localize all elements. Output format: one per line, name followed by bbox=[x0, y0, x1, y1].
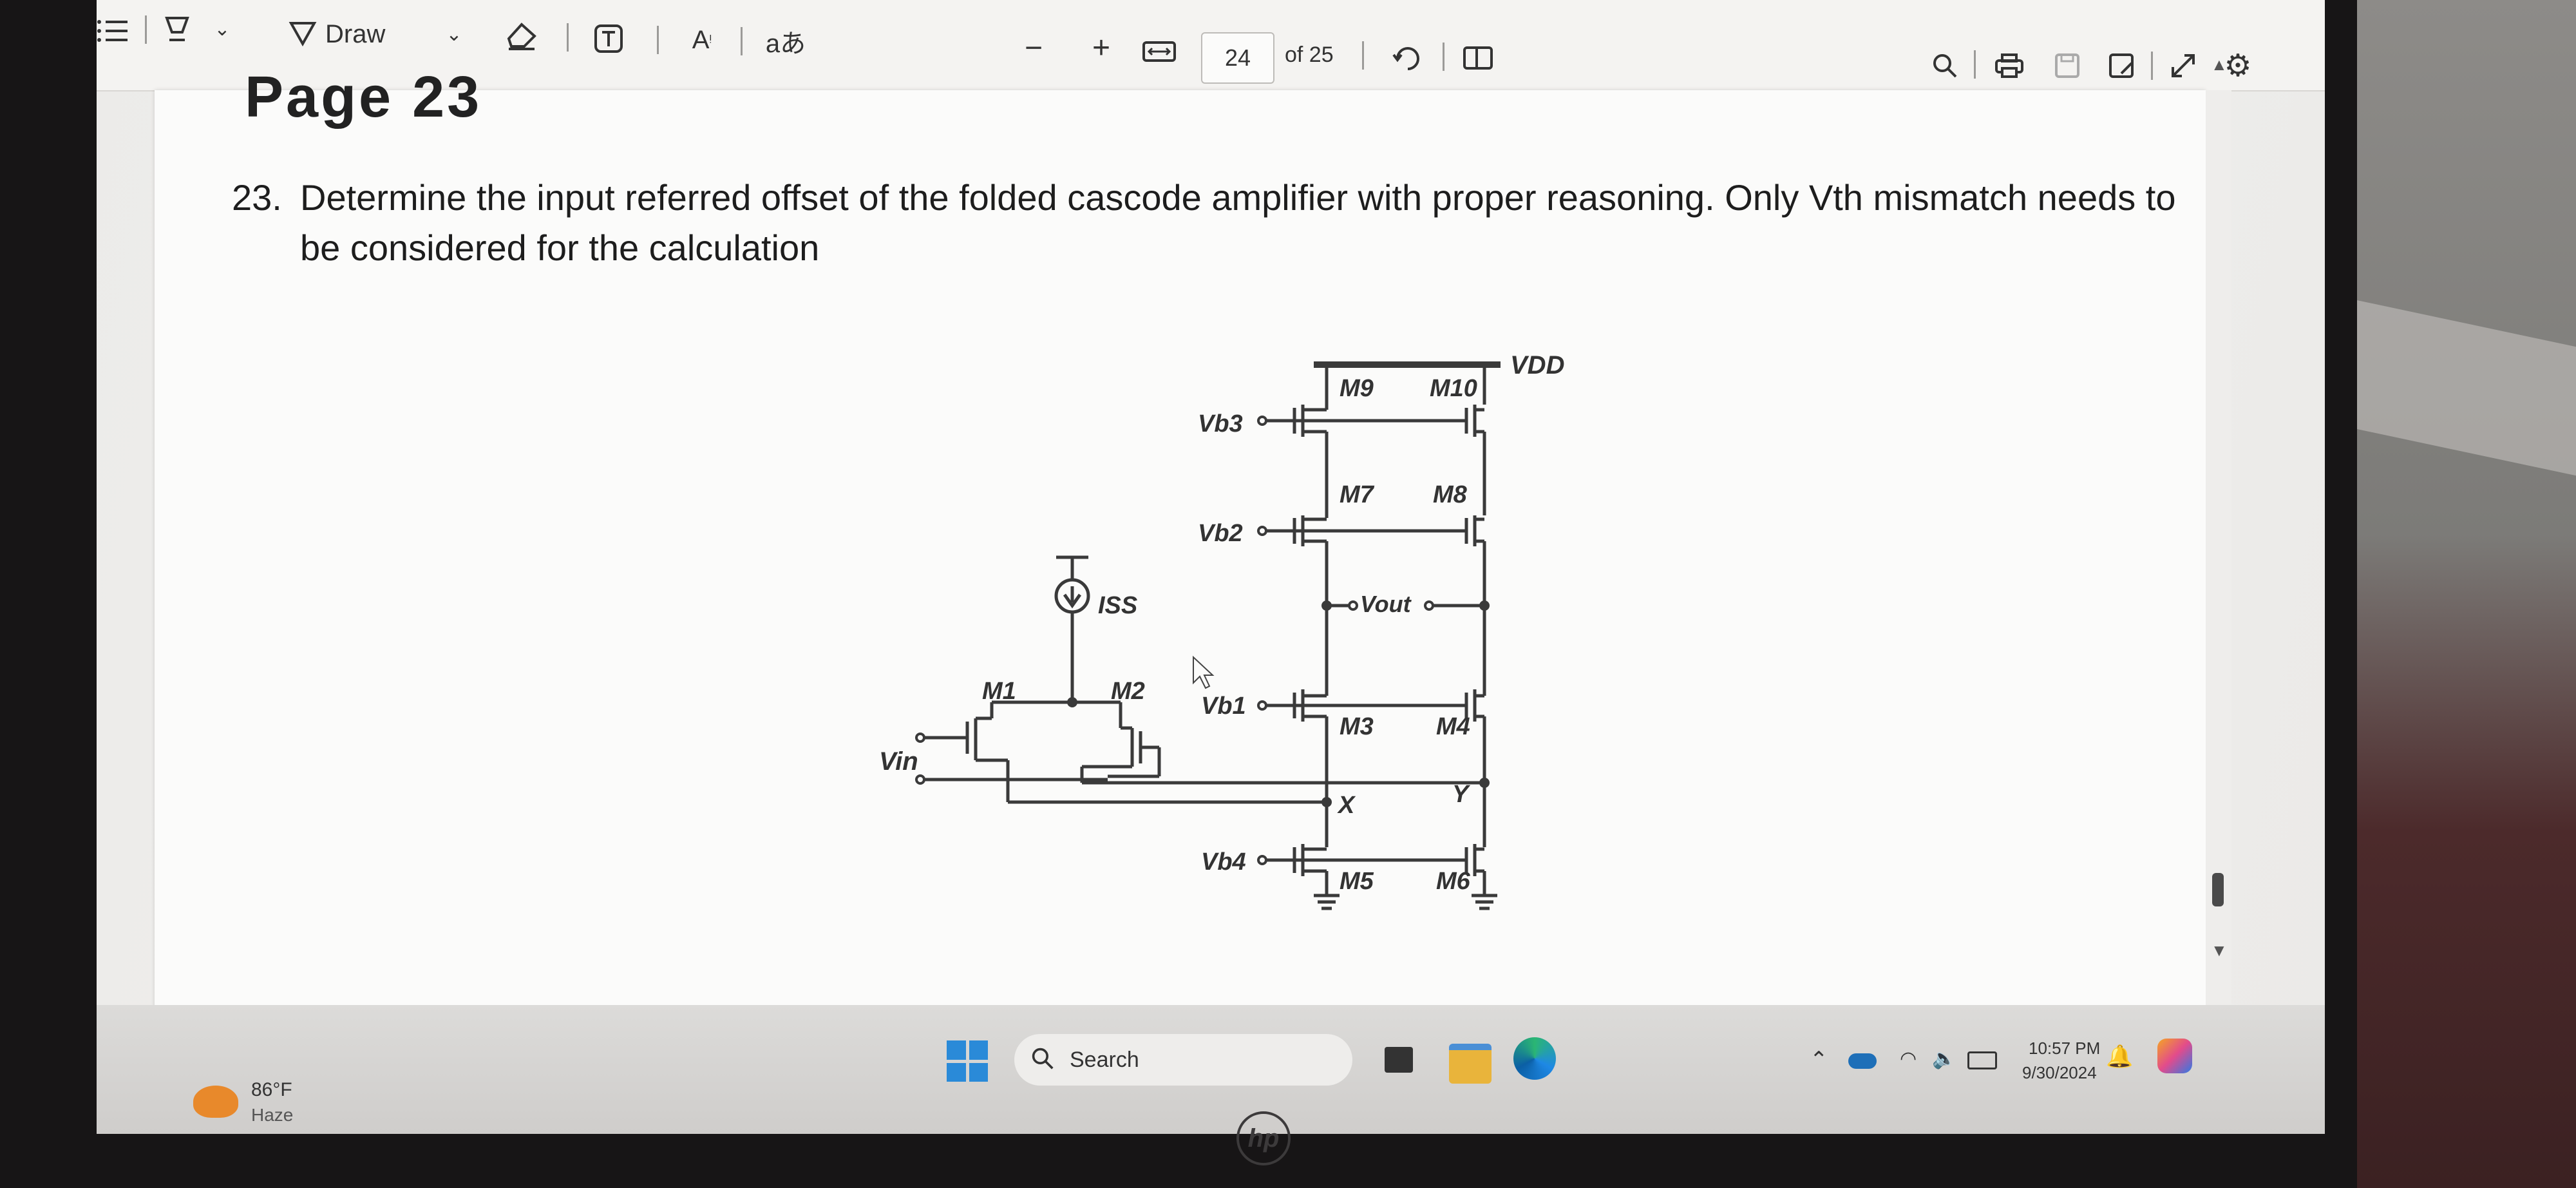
search-label: Search bbox=[1070, 1047, 1139, 1072]
volume-icon[interactable]: 🔈 bbox=[1932, 1048, 1956, 1069]
print-icon[interactable] bbox=[1987, 46, 2032, 85]
m10-label: M10 bbox=[1430, 375, 1477, 402]
edge-icon[interactable] bbox=[1513, 1037, 1556, 1080]
scroll-down-icon[interactable]: ▼ bbox=[2211, 941, 2228, 960]
windows-start-icon[interactable] bbox=[947, 1040, 988, 1082]
weather-icon[interactable] bbox=[193, 1086, 238, 1118]
eraser-icon[interactable] bbox=[499, 17, 544, 55]
m1-label: M1 bbox=[982, 678, 1016, 705]
translate-glyph: aあ bbox=[765, 30, 806, 58]
clock-date[interactable]: 9/30/2024 bbox=[2022, 1063, 2097, 1082]
search-icon bbox=[1031, 1047, 1054, 1073]
battery-icon[interactable] bbox=[1967, 1051, 1997, 1069]
question-text: Determine the input referred offset of t… bbox=[300, 177, 2176, 268]
m3-label: M3 bbox=[1340, 713, 1374, 740]
vb4-label: Vb4 bbox=[1201, 848, 1246, 876]
scroll-thumb[interactable] bbox=[2212, 873, 2224, 906]
toolbar-separator bbox=[1362, 41, 1364, 70]
search-icon[interactable] bbox=[1926, 46, 1964, 85]
m7-label: M7 bbox=[1340, 481, 1375, 508]
m2-label: M2 bbox=[1111, 678, 1145, 705]
wifi-icon[interactable]: ◠ bbox=[1900, 1048, 1917, 1069]
page-heading-cut: Page 23 bbox=[245, 65, 482, 129]
question-23: 23. Determine the input referred offset … bbox=[232, 173, 2196, 273]
folded-cascode-schematic: VDD M9 M10 Vb3 M7 M8 Vb2 Vout ISS M1 M2 … bbox=[879, 351, 1564, 910]
toolbar-separator bbox=[1443, 43, 1444, 71]
scroll-up-icon[interactable]: ▲ bbox=[2211, 55, 2228, 74]
bell-icon[interactable]: 🔔 bbox=[2106, 1044, 2134, 1069]
weather-temp[interactable]: 86°F bbox=[251, 1079, 292, 1100]
vout-label: Vout bbox=[1360, 591, 1412, 617]
zoom-out-glyph: − bbox=[1024, 30, 1043, 65]
toolbar-separator bbox=[2151, 52, 2153, 80]
background-paper bbox=[2344, 297, 2576, 476]
hp-logo: hp bbox=[1236, 1111, 1291, 1165]
m6-label: M6 bbox=[1436, 868, 1471, 895]
toolbar-separator bbox=[145, 15, 147, 44]
page-total-label: of 25 bbox=[1285, 42, 1334, 67]
vdd-label: VDD bbox=[1510, 351, 1564, 379]
highlighter-icon[interactable] bbox=[155, 10, 200, 49]
copilot-icon[interactable] bbox=[2157, 1039, 2192, 1073]
m5-label: M5 bbox=[1340, 868, 1374, 895]
vb2-label: Vb2 bbox=[1198, 520, 1243, 547]
taskbar-search[interactable]: Search bbox=[1014, 1034, 1352, 1086]
translate-icon[interactable]: aあ bbox=[760, 22, 811, 61]
x-node-label: X bbox=[1337, 792, 1356, 819]
save-as-icon[interactable] bbox=[2099, 46, 2145, 85]
mouse-cursor-icon bbox=[1193, 655, 1215, 689]
file-explorer-icon[interactable] bbox=[1449, 1044, 1492, 1084]
m4-label: M4 bbox=[1436, 713, 1470, 740]
page-number-value: 24 bbox=[1224, 44, 1251, 71]
toolbar-separator bbox=[741, 27, 743, 55]
text-box-icon[interactable] bbox=[589, 19, 628, 58]
draw-label: Draw bbox=[325, 19, 386, 48]
page-total: of 25 bbox=[1285, 39, 1334, 71]
question-number: 23. bbox=[232, 177, 282, 218]
iss-label: ISS bbox=[1098, 592, 1137, 619]
vertical-scrollbar[interactable]: ▲ ▼ bbox=[2206, 55, 2231, 1005]
page-view-icon[interactable] bbox=[1455, 39, 1501, 77]
settings-icon[interactable]: ⚙ bbox=[2224, 49, 2252, 83]
zoom-in-button[interactable]: + bbox=[1082, 28, 1121, 67]
chevron-up-icon[interactable]: ⌃ bbox=[1810, 1048, 1828, 1072]
m9-label: M9 bbox=[1340, 375, 1374, 402]
save-icon[interactable] bbox=[2045, 46, 2090, 85]
toolbar-separator bbox=[1974, 50, 1976, 79]
draw-button[interactable]: Draw bbox=[325, 18, 385, 50]
clock-time[interactable]: 10:57 PM bbox=[2029, 1039, 2101, 1058]
vb3-label: Vb3 bbox=[1198, 410, 1243, 437]
m8-label: M8 bbox=[1433, 481, 1468, 508]
rotate-icon[interactable] bbox=[1385, 39, 1430, 77]
y-node-label: Y bbox=[1452, 781, 1471, 808]
windows-taskbar: 86°F Haze Search ⌃ ◠ 🔈 10:57 PM 9/30/202… bbox=[97, 1005, 2325, 1134]
chevron-down-icon[interactable]: ⌄ bbox=[214, 18, 231, 40]
page-number-input[interactable]: 24 bbox=[1201, 32, 1274, 84]
task-view-icon[interactable] bbox=[1385, 1047, 1413, 1073]
draw-icon[interactable] bbox=[283, 14, 322, 53]
toolbar-separator bbox=[657, 26, 659, 54]
vb1-label: Vb1 bbox=[1201, 693, 1246, 720]
weather-condition: Haze bbox=[251, 1105, 294, 1125]
list-icon[interactable] bbox=[97, 12, 135, 50]
chevron-down-icon[interactable]: ⌄ bbox=[446, 23, 462, 45]
vin-label: Vin bbox=[879, 747, 918, 776]
fit-width-icon[interactable] bbox=[1137, 32, 1182, 71]
zoom-out-button[interactable]: − bbox=[1014, 28, 1053, 67]
onedrive-icon[interactable] bbox=[1848, 1053, 1877, 1069]
zoom-in-glyph: + bbox=[1092, 30, 1111, 65]
fullscreen-icon[interactable] bbox=[2161, 46, 2206, 85]
pdf-page: Page 23 23. Determine the input referred… bbox=[155, 65, 2206, 1076]
toolbar-separator bbox=[567, 23, 569, 52]
